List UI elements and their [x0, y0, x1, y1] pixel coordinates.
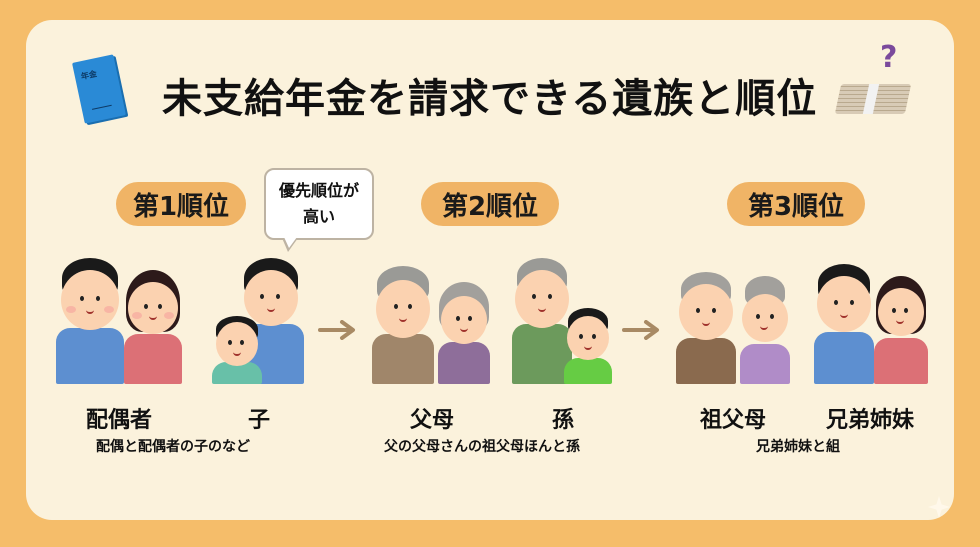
- rank-badge-2: 第2順位: [421, 182, 559, 226]
- grandfather-elderly-illustration: [676, 272, 736, 384]
- bubble-line-1: 優先順位が: [278, 181, 359, 200]
- rank-badge-1: 第1順位: [116, 182, 246, 226]
- spouse-man-illustration: [56, 258, 124, 384]
- label-grandparents: 祖父母: [700, 408, 767, 433]
- sister-illustration: [874, 276, 928, 384]
- subtitle-rank-3: 兄弟姉妹と組: [756, 439, 840, 455]
- question-mark-icon: ?: [880, 40, 898, 75]
- priority-speech-bubble: 優先順位が 高い: [264, 168, 374, 252]
- label-spouse: 配偶者: [86, 408, 153, 433]
- content-card: [26, 20, 954, 520]
- rank-badge-3: 第3順位: [727, 182, 865, 226]
- bubble-line-2: 高い: [302, 207, 335, 226]
- brother-illustration: [814, 264, 874, 384]
- label-child: 子: [248, 408, 271, 433]
- grandfather-illustration: [512, 258, 572, 384]
- father-elderly-illustration: [372, 266, 434, 384]
- label-grandchild: 孫: [552, 408, 575, 433]
- money-stack-icon: [834, 72, 912, 114]
- arrow-right-icon: [622, 320, 659, 340]
- mother-elderly-illustration: [438, 282, 490, 384]
- grandmother-elderly-illustration: [740, 276, 790, 384]
- label-siblings: 兄弟姉妹: [826, 408, 915, 433]
- spouse-woman-illustration: [124, 270, 182, 384]
- label-parents: 父母: [410, 408, 455, 433]
- page-title: 未支給年金を請求できる遺族と順位: [162, 76, 818, 122]
- subtitle-rank-2: 父の父母さんの祖父母ほんと孫: [384, 439, 580, 455]
- grandchild-illustration: [564, 308, 612, 384]
- subtitle-rank-1: 配偶と配偶者の子のなど: [96, 439, 250, 455]
- arrow-right-icon: [318, 320, 355, 340]
- child-illustration: [212, 316, 262, 384]
